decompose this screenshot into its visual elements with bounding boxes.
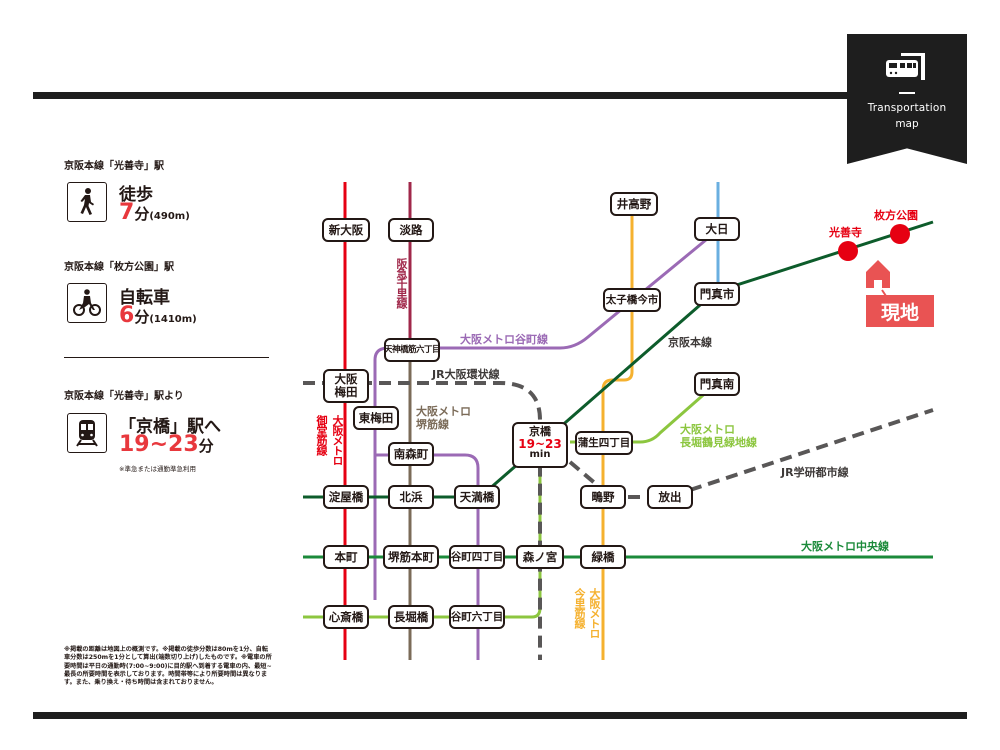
station-nagahoribashi: 長堀橋 <box>388 605 434 629</box>
station-tanimachi-4: 谷町四丁目 <box>449 545 505 569</box>
train-unit: 分 <box>198 437 214 455</box>
kyobashi-name: 京橋 <box>529 425 551 438</box>
bike-time: 6分(1410m) <box>119 303 197 328</box>
bicycle-icon-box <box>67 283 107 323</box>
jr-gakken-line-label: JR学研都市線 <box>781 466 849 479</box>
train-destination-label: 「京橋」駅へ <box>119 417 221 437</box>
station-kadomashi: 門真市 <box>694 282 740 306</box>
bicycle-icon <box>73 289 101 316</box>
imazato-line-label-1: 大阪メトロ <box>588 588 601 638</box>
station-shinsaibashi: 心斎橋 <box>323 605 369 629</box>
station-kozenji-label: 光善寺 <box>829 226 862 239</box>
train-icon-box <box>67 413 107 453</box>
sakaisuji-line-label-2: 堺筋線 <box>416 418 449 431</box>
midosuji-line-label-2: 御堂筋線 <box>315 415 328 455</box>
kyobashi-time-unit: min <box>529 449 551 460</box>
badge-title: Transportation <box>867 102 947 114</box>
station-awaji: 淡路 <box>388 218 434 242</box>
walk-mode-label: 徒歩 <box>119 185 153 205</box>
walk-unit: 分 <box>134 205 150 223</box>
nagahori-line-label-1: 大阪メトロ <box>680 423 735 436</box>
station-shin-osaka: 新大阪 <box>322 218 370 242</box>
train-from-label: 京阪本線「光善寺」駅より <box>64 391 184 402</box>
badge-divider <box>899 92 915 94</box>
station-dainichi: 大日 <box>694 217 740 241</box>
train-minutes: 19~23 <box>119 432 199 457</box>
station-hirakata-koen-marker <box>890 224 910 244</box>
walk-distance: (490m) <box>149 211 190 222</box>
footer-rule <box>33 712 967 719</box>
walking-icon <box>80 188 94 215</box>
train-time: 19~23分 <box>119 432 214 457</box>
bike-minutes: 6 <box>119 303 135 328</box>
station-yodoyabashi: 淀屋橋 <box>323 485 369 509</box>
senri-line-label: 阪急千里線 <box>395 258 408 308</box>
transportation-map-badge: Transportation map <box>847 34 967 164</box>
station-kadoma-minami: 門真南 <box>694 372 740 396</box>
tanimachi-line <box>373 228 719 660</box>
walk-minutes: 7 <box>119 200 135 225</box>
station-midoribashi: 緑橋 <box>580 545 626 569</box>
station-minami-morimachi: 南森町 <box>388 442 434 466</box>
tanimachi-line-label: 大阪メトロ谷町線 <box>460 333 548 346</box>
disclaimer-text: ※掲載の距離は地図上の概測です。※掲載の徒歩分数は80mを1分、自転車分数は25… <box>64 646 272 687</box>
chuo-line-label: 大阪メトロ中央線 <box>801 540 889 553</box>
bike-mode-label: 自転車 <box>119 288 170 308</box>
imazato-line-label-2: 今里筋線 <box>573 588 586 628</box>
station-tanimachi-6: 谷町六丁目 <box>449 605 505 629</box>
station-hanaten: 放出 <box>647 485 693 509</box>
walk-time: 7分(490m) <box>119 200 190 225</box>
sakaisuji-line-label-1: 大阪メトロ <box>416 405 471 418</box>
imazatosuji-line <box>601 205 634 660</box>
bike-from-label: 京阪本線「枚方公園」駅 <box>64 262 174 273</box>
station-hirakata-koen-label: 枚方公園 <box>874 209 918 222</box>
jr-loop-line-label: JR大阪環状線 <box>432 368 500 381</box>
station-taishibashi-imaichi: 太子橋今市 <box>603 288 661 312</box>
current-location-label: 現地 <box>866 295 934 327</box>
kyobashi-travel-time: 19~23 <box>518 437 562 451</box>
station-morinomiya: 森ノ宮 <box>516 545 564 569</box>
station-temmabashi: 天満橋 <box>454 485 500 509</box>
station-tenjimbashisuji-6: 天神橋筋六丁目 <box>384 338 441 362</box>
here-marker-pin <box>866 260 890 288</box>
jr-gakken-line <box>568 408 934 499</box>
panel-divider <box>64 357 269 358</box>
station-kyobashi: 京橋 19~23 min <box>512 422 568 468</box>
jr-loop-line <box>303 381 542 660</box>
walk-from-label: 京阪本線「光善寺」駅 <box>64 161 164 172</box>
station-higashi-umeda: 東梅田 <box>353 406 399 430</box>
walking-icon-box <box>67 182 107 222</box>
station-kozenji-marker <box>838 241 858 261</box>
nagahori-line-label-2: 長堀鶴見緑地線 <box>680 436 757 449</box>
train-station-icon <box>886 53 925 80</box>
station-osaka-umeda: 大阪 梅田 <box>323 369 369 403</box>
keihan-line-label: 京阪本線 <box>668 336 712 349</box>
station-shigino: 鴫野 <box>580 485 626 509</box>
bike-unit: 分 <box>134 308 150 326</box>
station-itakano: 井高野 <box>610 192 658 216</box>
midosuji-line-label-1: 大阪メトロ <box>331 415 344 465</box>
station-hommachi: 本町 <box>323 545 369 569</box>
bike-distance: (1410m) <box>149 314 197 325</box>
header-rule <box>33 92 868 99</box>
badge-subtitle: map <box>895 118 919 130</box>
station-kitahama: 北浜 <box>388 485 434 509</box>
station-gamo-4: 蒲生四丁目 <box>575 431 633 455</box>
station-sakaisuji-hommachi: 堺筋本町 <box>383 545 439 569</box>
train-icon <box>76 420 98 447</box>
train-note: ※準急または通勤準急利用 <box>119 465 196 473</box>
